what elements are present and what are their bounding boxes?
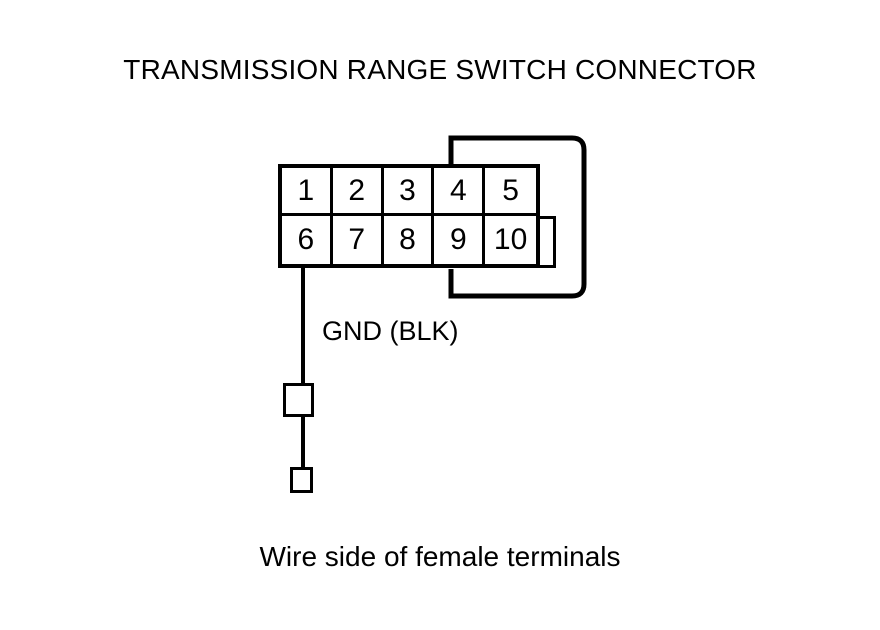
terminal-cell-6[interactable]: 6	[282, 216, 333, 264]
ground-symbol-link-line	[301, 415, 305, 473]
page-title: TRANSMISSION RANGE SWITCH CONNECTOR	[123, 54, 757, 85]
ground-symbol-lower-block	[290, 467, 313, 493]
terminal-cell-4[interactable]: 4	[434, 168, 486, 216]
terminal-cell-3[interactable]: 3	[383, 168, 435, 216]
terminal-cell-2[interactable]: 2	[332, 168, 384, 216]
connector-shell-outline	[448, 135, 587, 299]
terminal-cell-10[interactable]: 10	[485, 216, 536, 264]
terminal-cell-1[interactable]: 1	[282, 168, 333, 216]
terminal-grid: 1 2 3 4 5 6 7 8 9 10	[278, 164, 540, 268]
terminal-cell-7[interactable]: 7	[332, 216, 384, 264]
terminal-cell-5[interactable]: 5	[485, 168, 536, 216]
wire-label-gnd: GND (BLK)	[322, 316, 459, 346]
ground-symbol-upper-block	[283, 383, 314, 417]
terminal-cell-8[interactable]: 8	[383, 216, 435, 264]
diagram-caption: Wire side of female terminals	[259, 541, 621, 572]
wire-lead-line	[301, 266, 305, 385]
terminal-cell-9[interactable]: 9	[434, 216, 486, 264]
